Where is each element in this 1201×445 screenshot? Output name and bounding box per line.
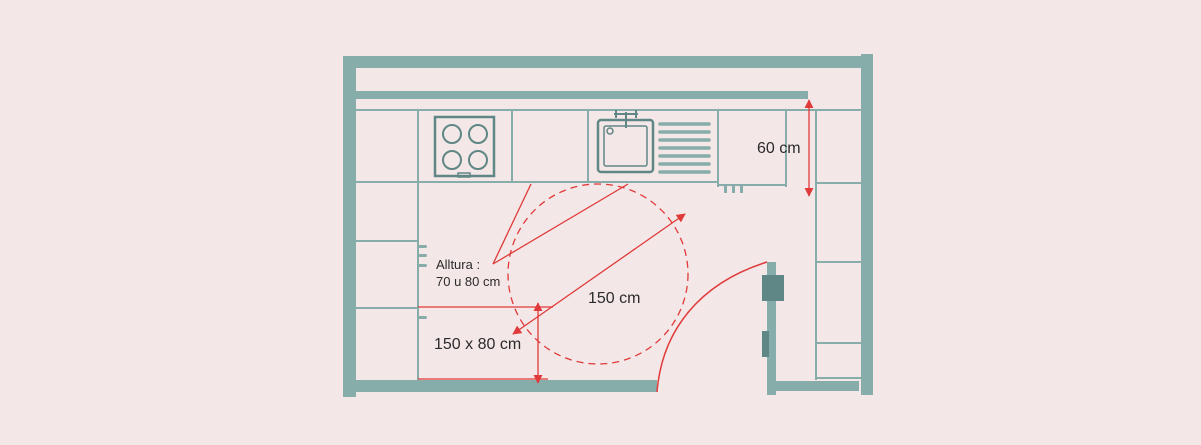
stove-icon xyxy=(433,115,496,178)
height-pointer xyxy=(492,183,629,265)
right-wall xyxy=(861,54,873,395)
top-wall xyxy=(343,56,873,68)
drainboard-icon xyxy=(658,122,711,174)
height-label-line2: 70 u 80 cm xyxy=(436,274,500,289)
cabinets xyxy=(356,109,861,380)
door-hinge xyxy=(762,275,784,301)
height-pointer xyxy=(492,183,532,265)
door-jamb-wall xyxy=(767,262,776,395)
door-stop xyxy=(762,331,769,357)
wall-shelf xyxy=(356,91,808,99)
door-swing-arc xyxy=(656,261,768,393)
bottom-wall xyxy=(343,380,657,392)
handle xyxy=(732,185,735,193)
faucet-icon xyxy=(614,110,638,128)
left-wall xyxy=(343,56,356,397)
handle xyxy=(418,264,427,267)
cabinet-handles xyxy=(418,185,743,319)
table-size-label: 150 x 80 cm xyxy=(434,336,521,353)
walls xyxy=(343,54,873,397)
height-label-line1: Alltura : xyxy=(436,257,480,272)
turning-circle-label: 150 cm xyxy=(588,290,640,307)
handle xyxy=(418,254,427,257)
handle xyxy=(740,185,743,193)
bottom-right-wall xyxy=(767,381,859,391)
handle xyxy=(724,185,727,193)
handle xyxy=(418,316,427,319)
counter-depth-label: 60 cm xyxy=(757,140,801,157)
door-icon xyxy=(656,261,784,393)
handle xyxy=(418,245,427,248)
turning-circle xyxy=(507,183,689,365)
dimensions xyxy=(418,99,814,384)
turning-diameter-arrow xyxy=(512,213,686,335)
